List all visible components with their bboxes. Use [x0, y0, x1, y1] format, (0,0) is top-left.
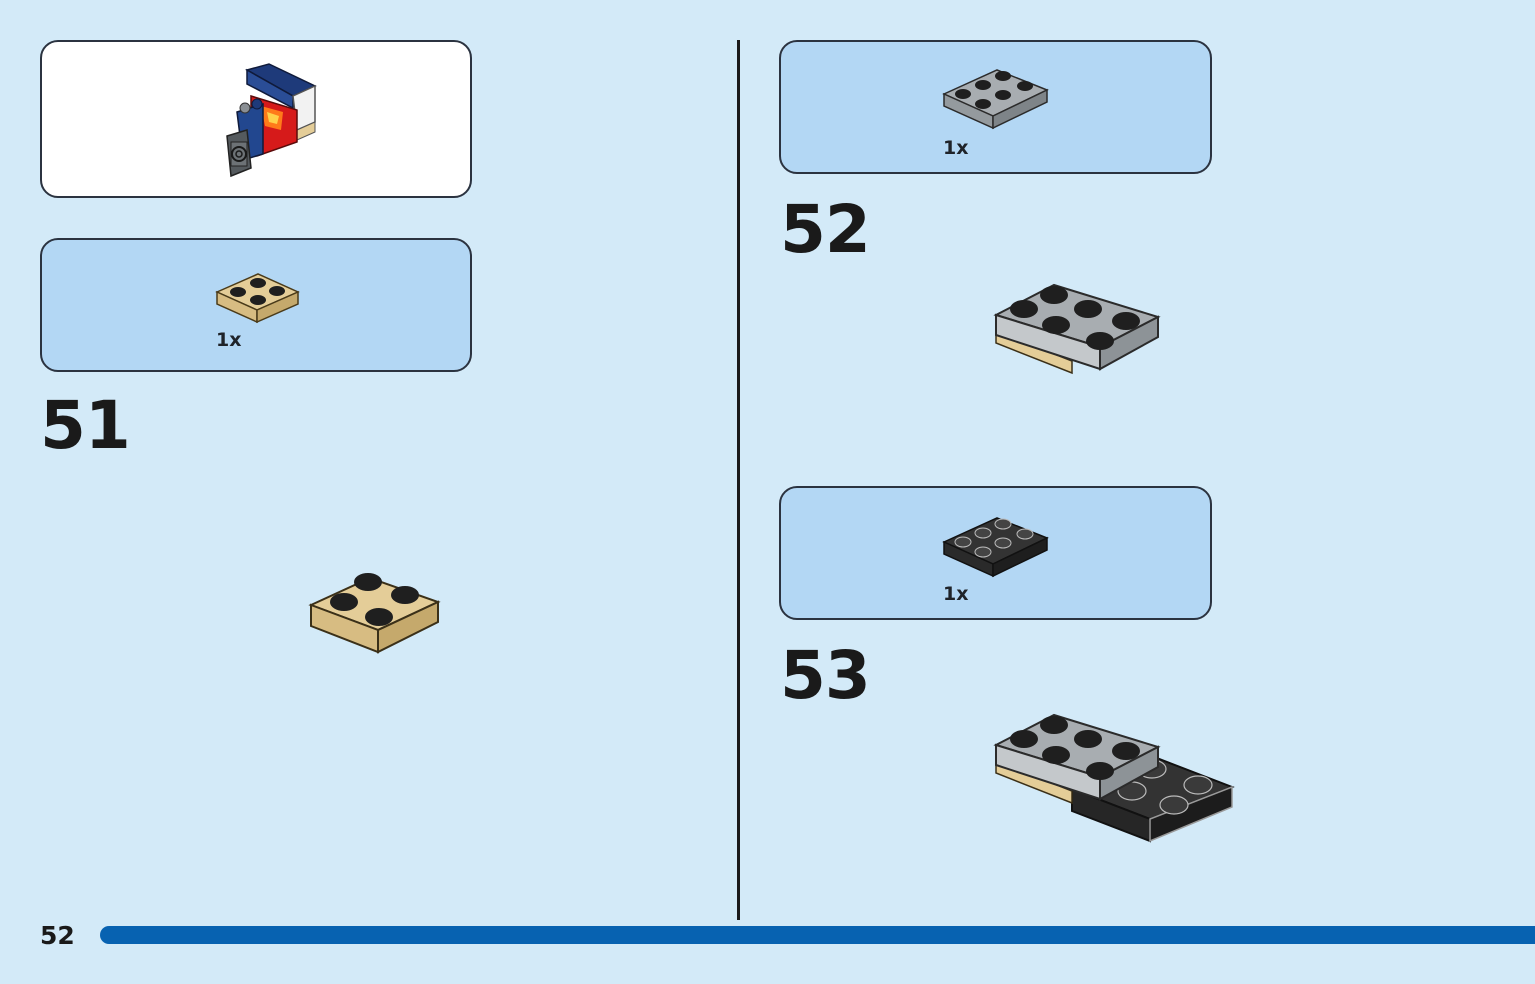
page-number: 52 [40, 921, 75, 950]
submodel-preview-panel [40, 40, 472, 198]
light-gray-plate-2x3-icon [942, 69, 1049, 130]
step-53-model-assembly [993, 713, 1235, 843]
step-52-part-qty: 1x [943, 137, 969, 159]
black-plate-2x3-icon [942, 517, 1049, 578]
step-52-parts-box: 1x [779, 40, 1212, 174]
step-51-number: 51 [40, 387, 131, 464]
step-51-parts-box: 1x [40, 238, 472, 372]
tan-plate-2x2-icon [215, 273, 300, 324]
progress-bar [100, 926, 1535, 944]
step-53-part-qty: 1x [943, 583, 969, 605]
step-51-part-qty: 1x [216, 329, 242, 351]
step-53-number: 53 [780, 637, 871, 714]
step-51-model-tan-plate [308, 573, 441, 654]
step-53-parts-box: 1x [779, 486, 1212, 620]
page-divider [737, 40, 740, 920]
step-52-number: 52 [780, 191, 871, 268]
engine-submodel-icon [226, 63, 317, 178]
step-52-model-gray-plate [993, 283, 1161, 375]
